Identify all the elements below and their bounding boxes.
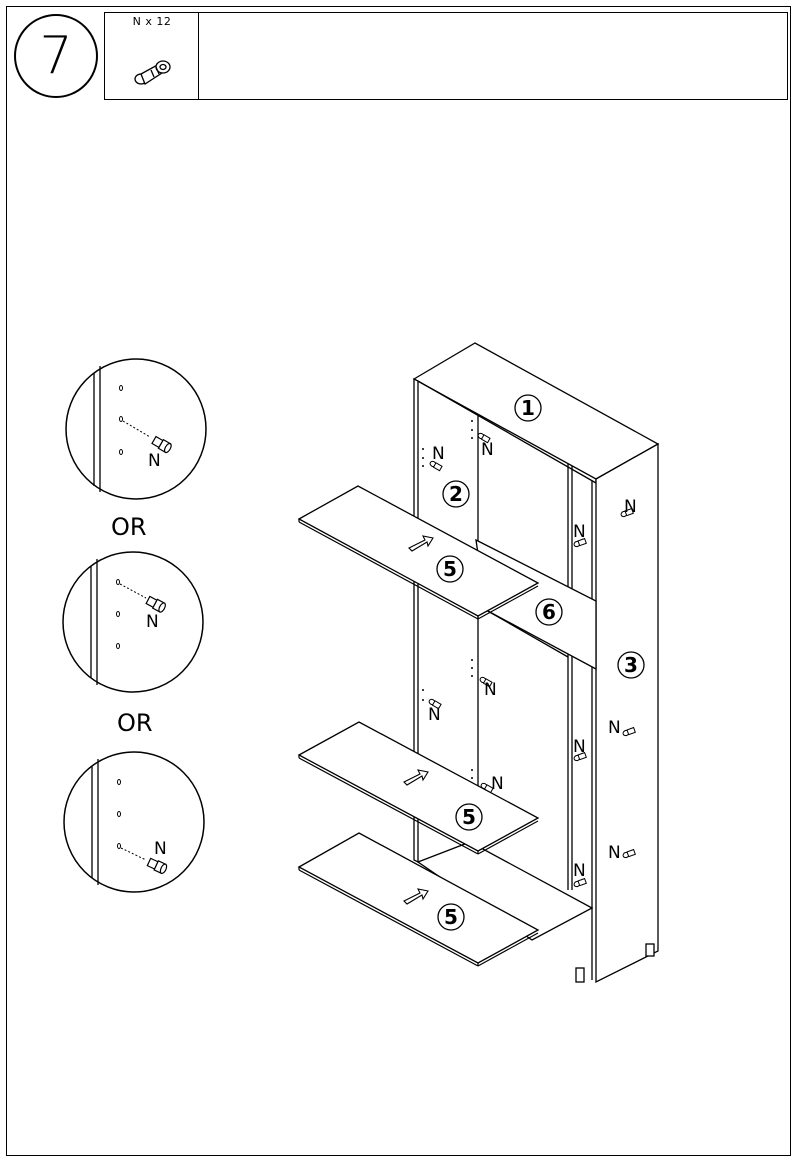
dowel-pin-icon <box>145 595 166 613</box>
detail-2-n-label: N <box>146 612 159 632</box>
part-number-3-text: 3 <box>624 653 638 677</box>
part-number-3: 3 <box>617 651 645 679</box>
parts-quantity: N x 12 <box>132 15 172 28</box>
dowel-pin-icon <box>134 60 171 85</box>
arrow-icon <box>403 888 429 905</box>
detail-circle-2: N <box>62 551 204 693</box>
panel-right-side <box>595 442 659 984</box>
n-label: N <box>573 737 586 757</box>
n-label: N <box>608 843 621 863</box>
n-label: N <box>608 718 621 738</box>
n-label: N <box>573 861 586 881</box>
shelf-upper <box>297 485 540 620</box>
n-label: N <box>491 774 504 794</box>
step-number: 7 <box>14 14 98 98</box>
shelf-lower <box>297 832 540 967</box>
part-number-5-middle: 5 <box>455 803 483 831</box>
part-number-5-text: 5 <box>443 557 457 581</box>
page-frame <box>6 6 791 1156</box>
n-label: N <box>573 522 586 542</box>
part-number-5-text: 5 <box>444 905 458 929</box>
parts-cell-dowel: N x 12 <box>105 13 199 99</box>
detail-1-n-label: N <box>148 451 161 471</box>
parts-box: N x 12 <box>104 12 788 100</box>
part-number-2: 2 <box>442 480 470 508</box>
n-label: N <box>432 444 445 464</box>
arrow-icon <box>403 769 429 786</box>
part-number-1: 1 <box>514 394 542 422</box>
detail-3-n-label: N <box>154 839 167 859</box>
part-number-5-upper: 5 <box>436 555 464 583</box>
dowel-pin-icon <box>151 435 172 454</box>
arrow-icon <box>408 535 434 552</box>
n-label: N <box>484 680 497 700</box>
part-number-5-lower: 5 <box>437 903 465 931</box>
step-number-text: 7 <box>39 26 73 86</box>
dowel-pin-icon <box>146 857 168 875</box>
n-label: N <box>428 705 441 725</box>
or-label-1: OR <box>111 513 147 541</box>
part-number-6-text: 6 <box>542 600 556 624</box>
or-label-2: OR <box>117 709 153 737</box>
detail-circle-1: N <box>65 358 207 500</box>
part-number-2-text: 2 <box>449 482 463 506</box>
detail-circle-3: N <box>63 751 205 893</box>
n-label: N <box>624 497 637 517</box>
n-label: N <box>481 440 494 460</box>
part-number-5-text: 5 <box>462 805 476 829</box>
part-number-6: 6 <box>535 598 563 626</box>
part-number-1-text: 1 <box>521 396 535 420</box>
